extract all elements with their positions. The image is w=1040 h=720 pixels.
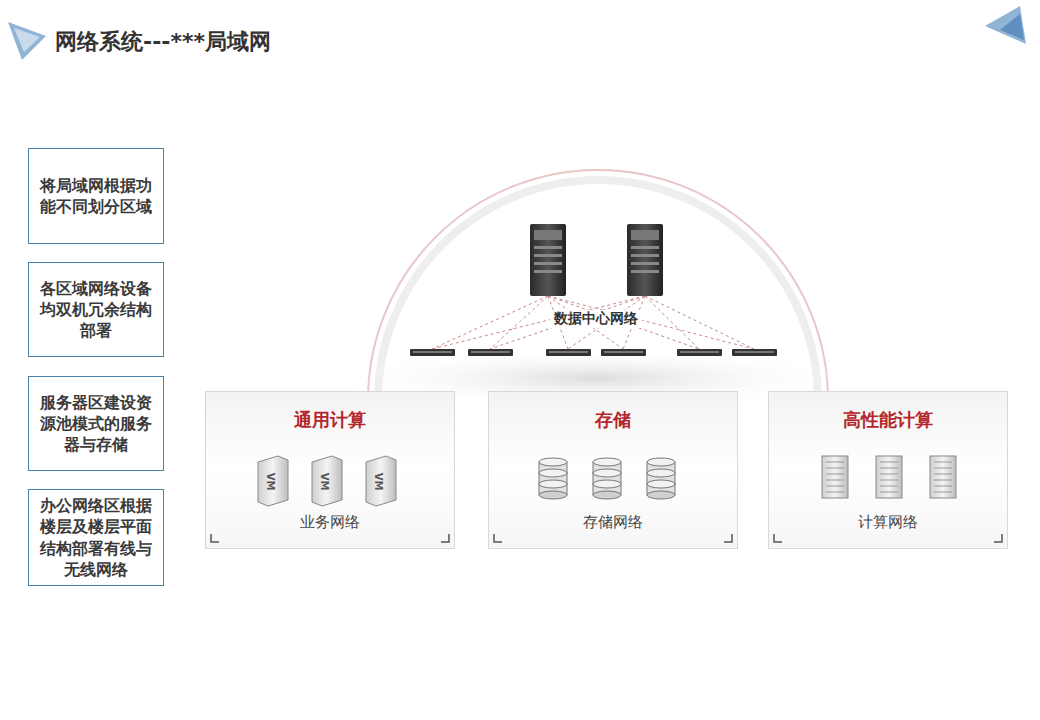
- vm-label: VM: [373, 472, 384, 490]
- feature-box: 服务器区建设资源池模式的服务器与存储: [28, 376, 164, 471]
- zone-panel: 高性能计算计算网络: [768, 391, 1008, 549]
- panel-heading: 高性能计算: [769, 408, 1007, 432]
- vm-label: VM: [319, 472, 330, 490]
- panel-footer: 业务网络: [206, 513, 454, 532]
- access-switches: [410, 349, 777, 356]
- network-label: 数据中心网络: [550, 310, 642, 328]
- corner-icon: [985, 6, 1026, 44]
- feature-text: 办公网络区根据楼层及楼层平面结构部署有线与无线网络: [35, 495, 157, 579]
- feature-text: 各区域网络设备均双机冗余结构部署: [35, 278, 157, 341]
- title-icon: [8, 22, 46, 60]
- storage-icons: [539, 458, 675, 499]
- panel-footer: 计算网络: [769, 513, 1007, 532]
- vm-icons: [258, 456, 396, 506]
- feature-text: 服务器区建设资源池模式的服务器与存储: [35, 392, 157, 455]
- dashed-links: [432, 296, 754, 349]
- zone-panel: 存储存储网络: [488, 391, 738, 549]
- feature-box: 将局域网根据功能不同划分区域: [28, 148, 164, 244]
- core-switch: [627, 224, 663, 296]
- page-title: 网络系统---***局域网: [55, 27, 271, 57]
- feature-box: 办公网络区根据楼层及楼层平面结构部署有线与无线网络: [28, 489, 164, 586]
- panel-heading: 通用计算: [206, 408, 454, 432]
- hpc-icons: [822, 456, 956, 498]
- panel-footer: 存储网络: [489, 513, 737, 532]
- vm-label: VM: [265, 472, 276, 490]
- core-switch: [530, 224, 566, 296]
- feature-text: 将局域网根据功能不同划分区域: [35, 175, 157, 217]
- panel-heading: 存储: [489, 408, 737, 432]
- feature-box: 各区域网络设备均双机冗余结构部署: [28, 262, 164, 357]
- zone-panel: 通用计算业务网络: [205, 391, 455, 549]
